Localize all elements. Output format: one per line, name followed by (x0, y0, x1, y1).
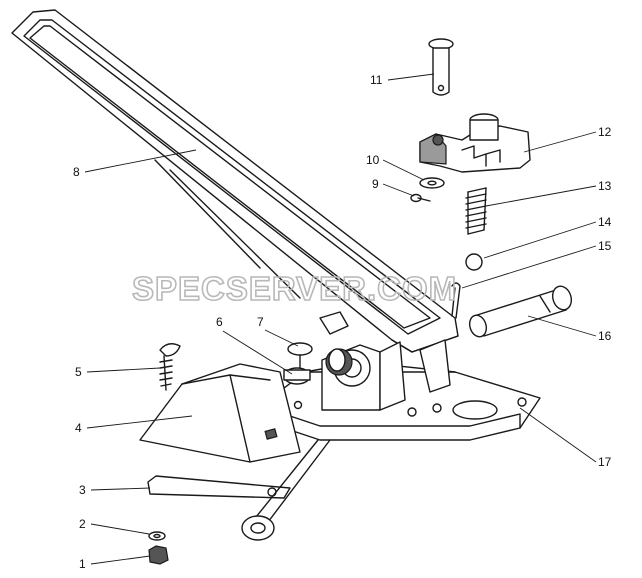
callout-16: 16 (598, 329, 612, 343)
base-plate-hole-large (452, 400, 498, 420)
part-16-axle-pin (468, 285, 573, 338)
part-6-7-fasteners (283, 311, 349, 385)
base-plate-hole (407, 407, 417, 417)
base-plate-hole (432, 403, 442, 413)
callout-9: 9 (372, 177, 379, 191)
base-plate-hole (517, 397, 527, 407)
part-3-plate (147, 475, 291, 499)
part-8-pedal-lever (11, 9, 459, 353)
part-11-pin (428, 38, 454, 96)
part-2-washer (148, 531, 166, 541)
part-1-nut (148, 545, 169, 565)
part-14-ball (465, 253, 483, 271)
callout-5: 5 (75, 365, 82, 379)
base-plate-hole (293, 400, 303, 410)
part-13-spring (465, 187, 487, 235)
callout-4: 4 (75, 421, 82, 435)
callout-12: 12 (598, 125, 612, 139)
lower-link-rod (241, 439, 331, 541)
callout-labels: 1 2 3 4 5 6 7 8 9 10 11 12 13 14 15 16 1… (73, 73, 612, 571)
watermark-text: SPECSERVER.COM (132, 270, 457, 307)
callout-14: 14 (598, 215, 612, 229)
callout-7: 7 (257, 315, 264, 329)
callout-10: 10 (366, 153, 380, 167)
part-17-base-plate (274, 361, 541, 441)
part-10-washer (419, 177, 445, 189)
callout-2: 2 (79, 517, 86, 531)
callout-17: 17 (598, 455, 612, 469)
callout-11: 11 (370, 73, 383, 87)
callout-15: 15 (598, 239, 612, 253)
part-12-toothed-segment (419, 113, 531, 173)
callout-1: 1 (79, 557, 86, 571)
part-15-cotter-pin (451, 282, 461, 319)
leader-lines (84, 73, 597, 565)
part-5-screw (159, 343, 181, 391)
callout-8: 8 (73, 165, 80, 179)
callout-3: 3 (79, 483, 86, 497)
hinge-bracket (321, 339, 451, 411)
part-4-stop-block (139, 363, 301, 463)
callout-6: 6 (216, 315, 223, 329)
callout-13: 13 (598, 179, 612, 193)
